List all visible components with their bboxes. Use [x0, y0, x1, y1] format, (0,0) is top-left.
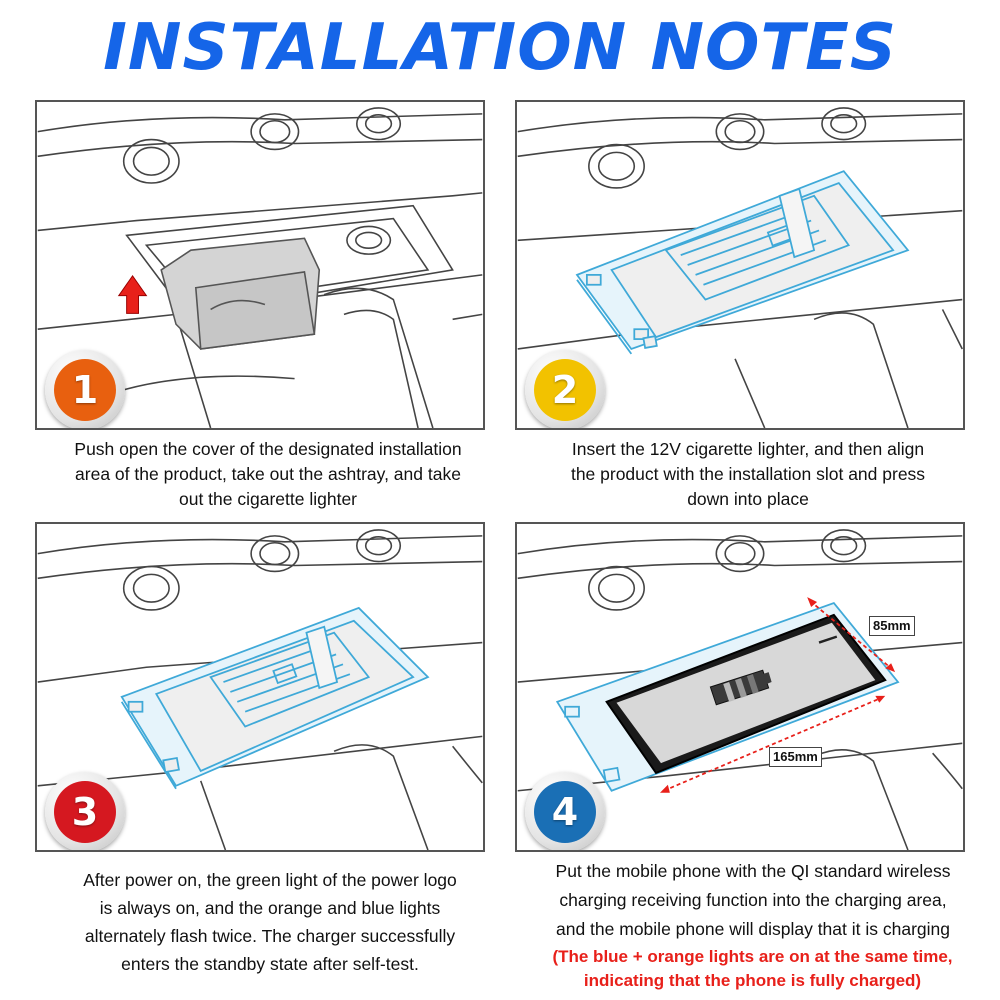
step-2-number: 2: [534, 359, 596, 421]
step-1-badge: 1: [45, 350, 125, 428]
step-4-caption: Put the mobile phone with the QI standar…: [518, 857, 988, 944]
push-arrow: [117, 275, 148, 314]
step-2-badge: 2: [525, 350, 605, 428]
page-title: INSTALLATION NOTES: [103, 11, 897, 85]
step-1-illustration: 1: [35, 100, 485, 430]
step-2-caption: Insert the 12V cigarette lighter, and th…: [518, 437, 978, 512]
console-line-art: [37, 107, 483, 428]
console-line-art: [517, 529, 963, 850]
caption-line: Put the mobile phone with the QI standar…: [555, 861, 951, 881]
charger-product: [120, 606, 430, 790]
step-1-number: 1: [54, 359, 116, 421]
battery-icon: [709, 669, 772, 706]
caption-line: is always on, and the orange and blue li…: [99, 898, 441, 918]
fully-charged-note: (The blue + orange lights are on at the …: [505, 945, 1000, 993]
caption-line: and the mobile phone will display that i…: [556, 919, 950, 939]
console-line-art: [517, 107, 963, 428]
caption-line: down into place: [687, 489, 809, 509]
note-line: (The blue + orange lights are on at the …: [552, 947, 953, 966]
caption-line: After power on, the green light of the p…: [83, 870, 457, 890]
step-4-number: 4: [534, 781, 596, 843]
step-3-badge: 3: [45, 772, 125, 850]
console-line-art: [37, 529, 483, 850]
caption-line: alternately flash twice. The charger suc…: [84, 926, 456, 946]
dimension-width-label: 85mm: [869, 616, 915, 636]
caption-line: enters the standby state after self-test…: [121, 954, 419, 974]
step-4-badge: 4: [525, 772, 605, 850]
caption-line: charging receiving function into the cha…: [559, 890, 947, 910]
step-3-number: 3: [54, 781, 116, 843]
caption-line: out the cigarette lighter: [178, 489, 358, 509]
caption-line: Push open the cover of the designated in…: [74, 439, 462, 459]
step-1-caption: Push open the cover of the designated in…: [38, 437, 498, 512]
note-line: indicating that the phone is fully charg…: [583, 971, 922, 990]
caption-line: area of the product, take out the ashtra…: [75, 464, 461, 484]
dimension-arrows: [663, 600, 892, 792]
step-3-illustration: 3: [35, 522, 485, 852]
step-4-illustration: 85mm 165mm 4: [515, 522, 965, 852]
caption-line: the product with the installation slot a…: [570, 464, 926, 484]
caption-line: Insert the 12V cigarette lighter, and th…: [571, 439, 925, 459]
step-3-caption: After power on, the green light of the p…: [40, 866, 500, 978]
dimension-length-label: 165mm: [769, 747, 822, 767]
step-2-illustration: 2: [515, 100, 965, 430]
charger-product: [575, 170, 910, 355]
